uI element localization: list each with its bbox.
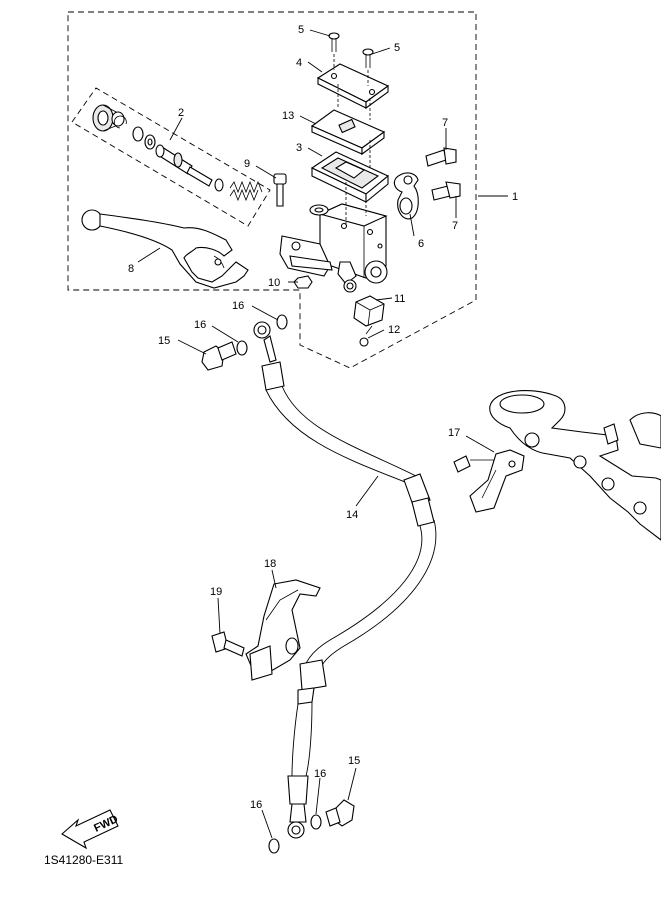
callout-6: 6 [418,238,424,250]
callouts: 1 2 3 4 5 5 6 7 7 8 9 10 11 12 13 14 15 … [128,24,518,811]
callout-5a: 5 [298,24,304,36]
piston-kit [92,104,263,202]
callout-2: 2 [178,107,184,119]
master-cylinder-body [279,203,388,293]
callout-7a: 7 [442,117,448,129]
callout-11: 11 [394,293,405,305]
piston-kit-boundary [71,87,271,227]
callout-12: 12 [388,324,400,336]
callout-1: 1 [512,191,518,203]
hose-holder [245,579,321,681]
callout-5b: 5 [394,42,400,54]
callout-19: 19 [210,586,222,598]
reservoir-diaphragm [310,151,390,204]
brake-lever [81,209,249,289]
diagram-code: 1S41280-E311 [44,853,124,867]
holder-bolt [211,631,245,657]
washer-lower-2 [268,838,280,854]
callout-14: 14 [346,509,358,521]
callout-16c: 16 [314,768,326,780]
union-bolt-upper [201,341,237,371]
alignment-lines-lower [345,140,371,226]
callout-8: 8 [128,263,134,275]
callout-16a: 16 [194,319,206,331]
callout-4: 4 [296,57,302,69]
callout-7b: 7 [452,220,458,232]
callout-16b: 16 [232,300,244,312]
switch-screw [359,325,373,347]
callout-9: 9 [244,158,250,170]
reservoir-cap [316,63,390,110]
leader-lines [137,29,508,839]
callout-10: 10 [268,277,280,289]
brake-light-switch [353,295,385,327]
master-cylinder-holder [393,172,419,220]
cap-screws [328,32,374,68]
callout-13: 13 [282,110,294,122]
callout-17: 17 [448,427,460,439]
callout-18: 18 [264,558,276,570]
assembly-boundary [67,11,477,369]
holder-bolts [425,147,461,201]
washer-upper-1 [236,340,248,356]
callout-15a: 15 [158,335,170,347]
union-bolt-lower [325,799,355,827]
fwd-arrow-icon [61,809,119,850]
alignment-lines [333,54,371,120]
hose-guide [453,449,525,513]
frame-steering-portion [489,390,661,541]
callout-15b: 15 [348,755,360,767]
diaphragm-plate [310,109,386,156]
washer-lower-1 [310,814,322,830]
brake-hose [253,321,437,839]
callout-16d: 16 [250,799,262,811]
lever-pivot-bolt [273,173,287,207]
washer-upper-2 [276,314,288,330]
callout-3: 3 [296,142,302,154]
